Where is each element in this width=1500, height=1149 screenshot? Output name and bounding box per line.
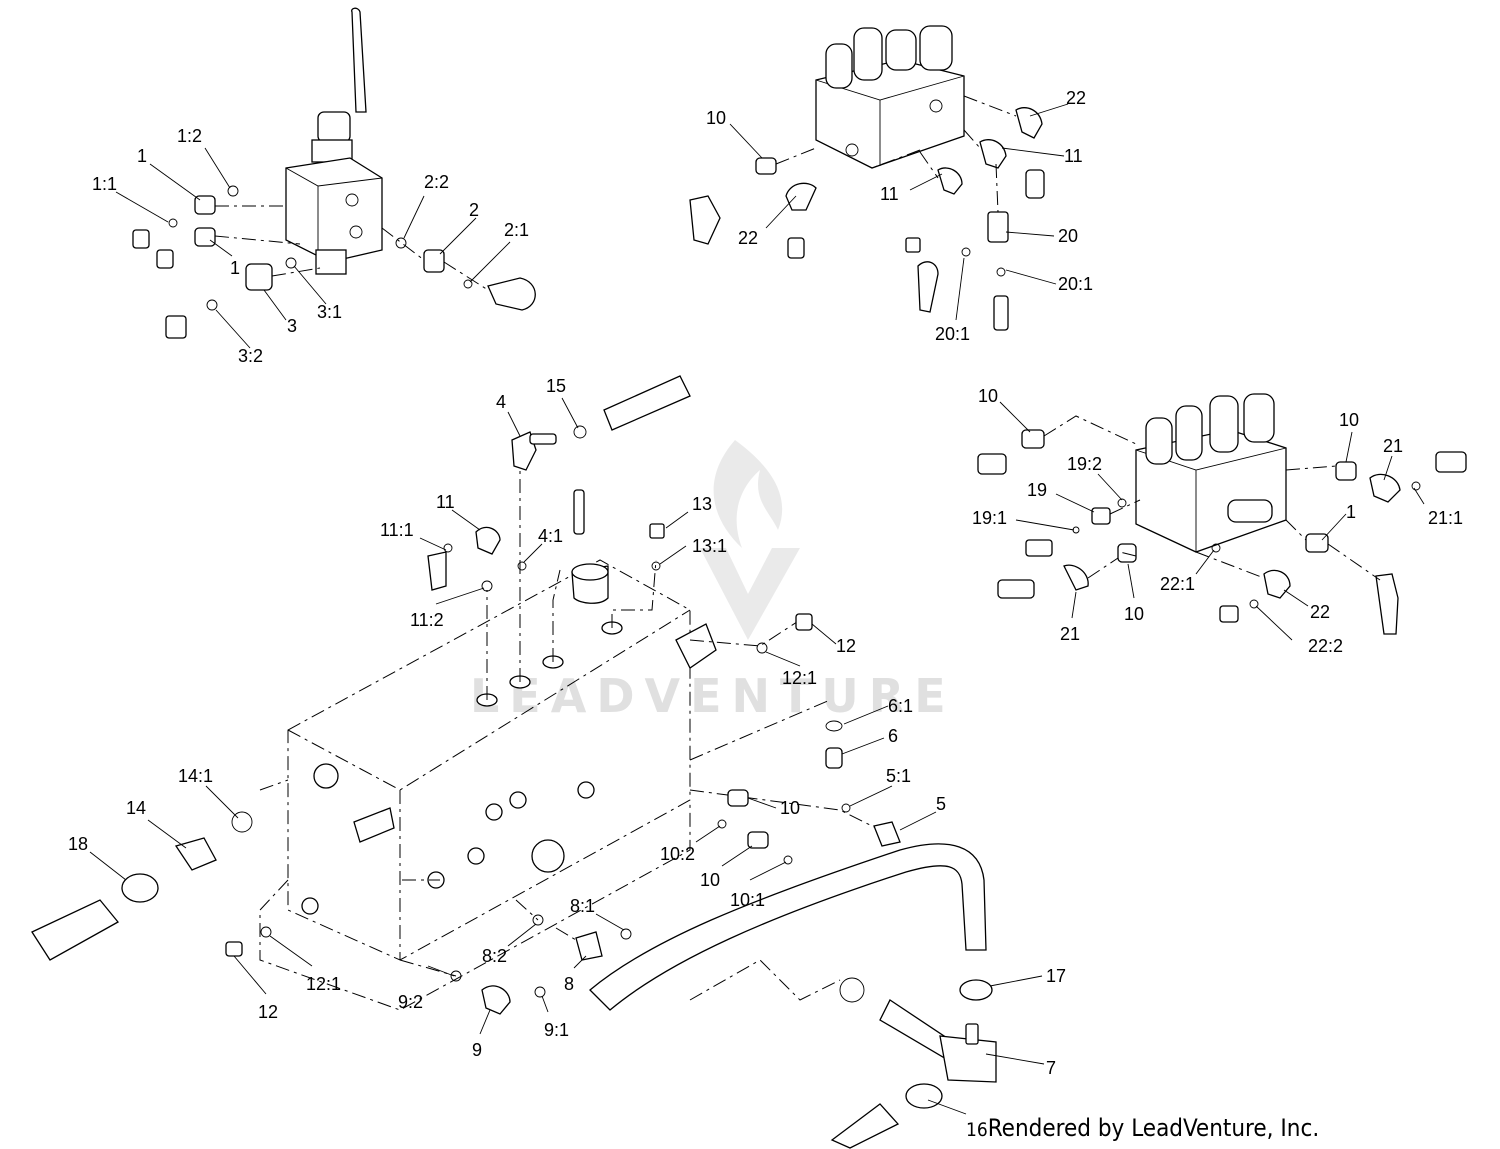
callout-labels: 1:2 1 1:1 1 2:2 2 2:1 3 3:1 3:2 10 22 11… — [68, 88, 1463, 1078]
callout-10-1: 10:1 — [730, 890, 765, 910]
callout-17: 17 — [1046, 966, 1066, 986]
callout-22: 22 — [1310, 602, 1330, 622]
footer-credit: 16Rendered by LeadVenture, Inc. — [966, 1114, 1319, 1142]
manifold-assembly-right — [977, 393, 1467, 635]
callout-16: 16 — [966, 1119, 988, 1141]
credit-text: Rendered by LeadVenture, Inc. — [987, 1114, 1320, 1142]
callout-1: 1 — [230, 258, 240, 278]
callout-22: 22 — [1066, 88, 1086, 108]
callout-6: 6 — [888, 726, 898, 746]
callout-1: 1 — [137, 146, 147, 166]
callout-21-1: 21:1 — [1428, 508, 1463, 528]
callout-13-1: 13:1 — [692, 536, 727, 556]
callout-11: 11 — [880, 184, 899, 204]
callout-12-1: 12:1 — [306, 974, 341, 994]
callout-15: 15 — [546, 376, 566, 396]
callout-11-2: 11:2 — [410, 610, 444, 630]
callout-3-1: 3:1 — [317, 302, 342, 322]
callout-1-1: 1:1 — [92, 174, 117, 194]
callout-1-2: 1:2 — [177, 126, 202, 146]
loose-parts — [31, 375, 997, 1149]
callout-12: 12 — [836, 636, 856, 656]
callout-10: 10 — [1124, 604, 1144, 624]
callout-20-1: 20:1 — [1058, 274, 1093, 294]
callout-22-2: 22:2 — [1308, 636, 1343, 656]
callout-19: 19 — [1027, 480, 1047, 500]
callout-9-1: 9:1 — [544, 1020, 569, 1040]
callout-12: 12 — [258, 1002, 278, 1022]
callout-8-1: 8:1 — [570, 896, 595, 916]
callout-11: 11 — [1064, 146, 1083, 166]
callout-22-1: 22:1 — [1160, 574, 1195, 594]
callout-4: 4 — [496, 392, 506, 412]
callout-21: 21 — [1383, 436, 1403, 456]
callout-11-1: 11:1 — [380, 520, 414, 540]
callout-1: 1 — [1346, 502, 1356, 522]
callout-11: 11 — [436, 492, 455, 512]
callout-2: 2 — [469, 200, 479, 220]
callout-2-2: 2:2 — [424, 172, 449, 192]
callout-10: 10 — [978, 386, 998, 406]
callout-8: 8 — [564, 974, 574, 994]
main-tank-assembly — [259, 470, 881, 1011]
callout-4-1: 4:1 — [538, 526, 563, 546]
callout-14-1: 14:1 — [178, 766, 213, 786]
watermark-text: LEADVENTURE — [470, 669, 956, 723]
callout-10-2: 10:2 — [660, 844, 695, 864]
control-valve-assembly — [132, 7, 536, 339]
leader-lines — [89, 103, 1425, 1115]
callout-2-1: 2:1 — [504, 220, 529, 240]
callout-9: 9 — [472, 1040, 482, 1060]
manifold-assembly-top — [689, 25, 1045, 331]
callout-13: 13 — [692, 494, 712, 514]
callout-3-2: 3:2 — [238, 346, 263, 366]
callout-5-1: 5:1 — [886, 766, 911, 786]
callout-6-1: 6:1 — [888, 696, 913, 716]
callout-10: 10 — [706, 108, 726, 128]
callout-3: 3 — [287, 316, 297, 336]
callout-10: 10 — [780, 798, 800, 818]
callout-7: 7 — [1046, 1058, 1056, 1078]
callout-21: 21 — [1060, 624, 1080, 644]
callout-8-2: 8:2 — [482, 946, 507, 966]
callout-5: 5 — [936, 794, 946, 814]
callout-14: 14 — [126, 798, 146, 818]
callout-18: 18 — [68, 834, 88, 854]
callout-20-1: 20:1 — [935, 324, 970, 344]
callout-22: 22 — [738, 228, 758, 248]
callout-10: 10 — [1339, 410, 1359, 430]
callout-9-2: 9:2 — [398, 992, 423, 1012]
callout-10: 10 — [700, 870, 720, 890]
watermark: LEADVENTURE — [470, 440, 956, 723]
callout-20: 20 — [1058, 226, 1078, 246]
callout-19-1: 19:1 — [972, 508, 1007, 528]
callout-12-1: 12:1 — [782, 668, 817, 688]
callout-19-2: 19:2 — [1067, 454, 1102, 474]
